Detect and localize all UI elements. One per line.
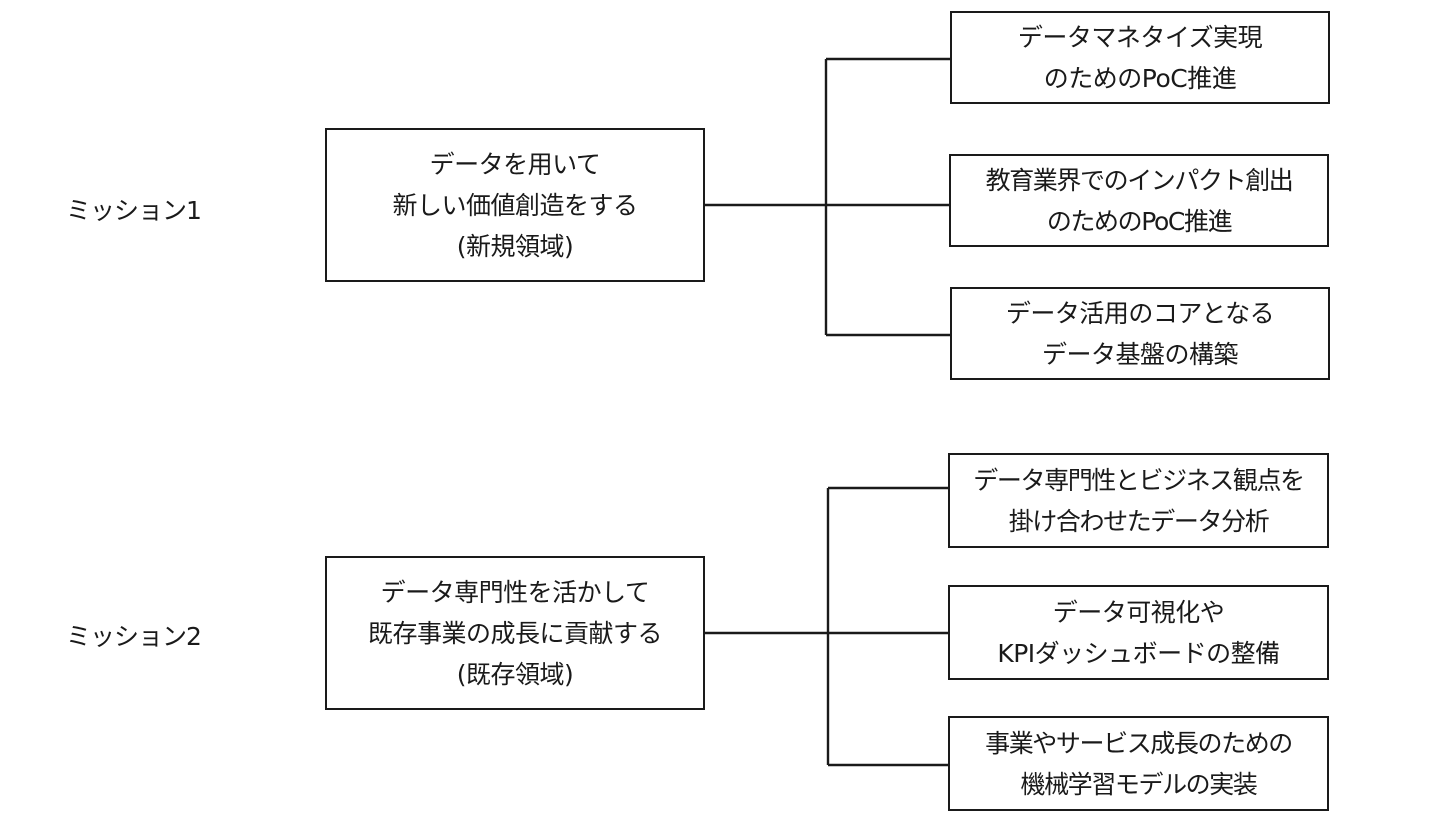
mission-1-label: ミッション1 — [66, 196, 202, 225]
mission-1-sub-1-line-1: データマネタイズ実現 — [1017, 22, 1263, 52]
mission-2-sub-box-3: 事業やサービス成長のための 機械学習モデルの実装 — [948, 716, 1329, 811]
mission-1-sub-box-3: データ活用のコアとなる データ基盤の構築 — [950, 287, 1330, 380]
mission-2-sub-1-line-2: 掛け合わせたデータ分析 — [1008, 506, 1270, 536]
mission-2-label: ミッション2 — [66, 622, 202, 651]
mission-2-sub-2-line-1: データ可視化や — [1052, 597, 1225, 627]
mission-2-sub-3-line-1: 事業やサービス成長のための — [985, 728, 1293, 758]
mission-1-main-line-2: 新しい価値創造をする — [392, 190, 638, 220]
mission-2-sub-2-line-2: KPIダッシュボードの整備 — [997, 638, 1280, 668]
mission-1-main-line-1: データを用いて — [429, 149, 601, 179]
mission-1-sub-2-line-2: のためのPoC推進 — [1046, 206, 1233, 236]
mission-1-sub-3-line-1: データ活用のコアとなる — [1005, 298, 1275, 328]
mission-1-sub-box-2: 教育業界でのインパクト創出 のためのPoC推進 — [949, 154, 1329, 247]
mission-2-main-line-2: 既存事業の成長に貢献する — [367, 618, 663, 648]
mission-2-sub-box-1: データ専門性とビジネス観点を 掛け合わせたデータ分析 — [948, 453, 1329, 548]
mission-1-sub-1-line-2: のためのPoC推進 — [1043, 63, 1237, 93]
mission-2-main-box: データ専門性を活かして 既存事業の成長に貢献する (既存領域) — [325, 556, 705, 710]
mission-2-sub-box-2: データ可視化や KPIダッシュボードの整備 — [948, 585, 1329, 680]
mission-1-sub-2-line-1: 教育業界でのインパクト創出 — [985, 165, 1294, 195]
mission-2-main-line-1: データ専門性を活かして — [380, 577, 650, 607]
mission-1-main-line-3: (新規領域) — [456, 231, 574, 261]
mission-2-main-line-3: (既存領域) — [456, 659, 574, 689]
mission-2-sub-1-line-1: データ専門性とビジネス観点を — [973, 465, 1305, 495]
mission-1-main-box: データを用いて 新しい価値創造をする (新規領域) — [325, 128, 705, 282]
mission-1-sub-3-line-2: データ基盤の構築 — [1041, 339, 1239, 369]
mission-2-sub-3-line-2: 機械学習モデルの実装 — [1020, 769, 1257, 799]
mission-1-sub-box-1: データマネタイズ実現 のためのPoC推進 — [950, 11, 1330, 104]
